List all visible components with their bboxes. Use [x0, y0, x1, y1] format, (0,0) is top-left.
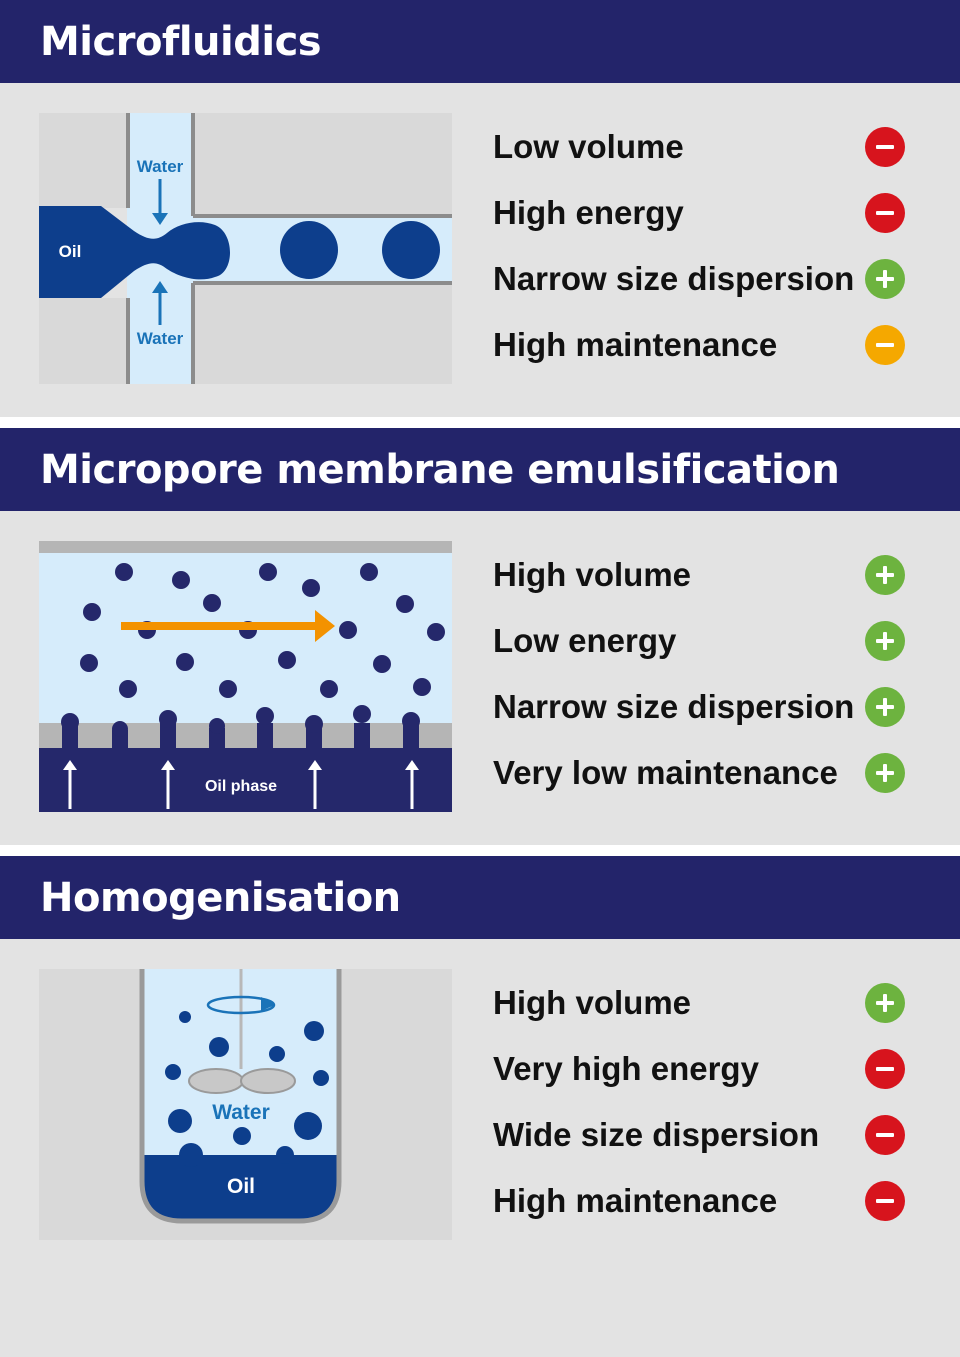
property-label: High energy [493, 194, 684, 231]
homogenisation-diagram: Water Oil [39, 969, 452, 1240]
section-body: Oil phase High volume Low energy Narrow … [0, 511, 960, 845]
property-list: High volume Very high energy Wide size d… [493, 977, 913, 1241]
property-item: Narrow size dispersion [493, 253, 913, 319]
plus-icon [865, 687, 905, 727]
section-body: Water Water Oil Low volume High energy N… [0, 83, 960, 417]
minus-icon [865, 325, 905, 365]
homogenisation-illustration: Water Oil [39, 969, 452, 1240]
property-label: High maintenance [493, 326, 778, 363]
property-label: Low volume [493, 128, 684, 165]
water-bottom-label: Water [137, 329, 184, 348]
oil-phase-label: Oil phase [205, 778, 277, 795]
section-header: Microfluidics [0, 0, 960, 83]
section-title: Homogenisation [40, 875, 401, 921]
plus-icon [865, 753, 905, 793]
water-top-label: Water [137, 157, 184, 176]
property-label: Very high energy [493, 1050, 759, 1087]
oil-label: Oil [59, 242, 82, 261]
property-item: Very low maintenance [493, 747, 913, 813]
property-label: Low energy [493, 622, 677, 659]
property-label: High volume [493, 984, 692, 1021]
property-item: Very high energy [493, 1043, 913, 1109]
minus-icon [865, 1049, 905, 1089]
section-body: Water Oil High volume Very high energy W… [0, 939, 960, 1357]
property-label: Wide size dispersion [493, 1116, 820, 1153]
section-title: Micropore membrane emulsification [40, 447, 840, 493]
property-label: High maintenance [493, 1182, 778, 1219]
minus-icon [865, 1181, 905, 1221]
property-list: Low volume High energy Narrow size dispe… [493, 121, 913, 385]
property-item: Narrow size dispersion [493, 681, 913, 747]
property-item: High maintenance [493, 319, 913, 385]
property-label: High volume [493, 556, 692, 593]
membrane-diagram: Oil phase [39, 541, 452, 812]
property-item: Low volume [493, 121, 913, 187]
plus-icon [865, 555, 905, 595]
property-item: Low energy [493, 615, 913, 681]
property-item: High volume [493, 549, 913, 615]
membrane-illustration: Oil phase [39, 541, 452, 812]
property-list: High volume Low energy Narrow size dispe… [493, 549, 913, 813]
plus-icon [865, 621, 905, 661]
property-item: Wide size dispersion [493, 1109, 913, 1175]
plus-icon [865, 983, 905, 1023]
property-item: High volume [493, 977, 913, 1043]
section-title: Microfluidics [40, 19, 322, 65]
section-header: Homogenisation [0, 856, 960, 939]
property-item: High energy [493, 187, 913, 253]
property-label: Very low maintenance [493, 754, 838, 791]
minus-icon [865, 1115, 905, 1155]
microfluidics-diagram: Water Water Oil [39, 113, 452, 384]
oil-label: Oil [227, 1175, 255, 1198]
microfluidics-illustration: Water Water Oil [39, 113, 452, 384]
property-label: Narrow size dispersion [493, 688, 855, 725]
water-label: Water [212, 1101, 270, 1124]
property-label: Narrow size dispersion [493, 260, 855, 297]
minus-icon [865, 193, 905, 233]
property-item: High maintenance [493, 1175, 913, 1241]
minus-icon [865, 127, 905, 167]
plus-icon [865, 259, 905, 299]
section-header: Micropore membrane emulsification [0, 428, 960, 511]
